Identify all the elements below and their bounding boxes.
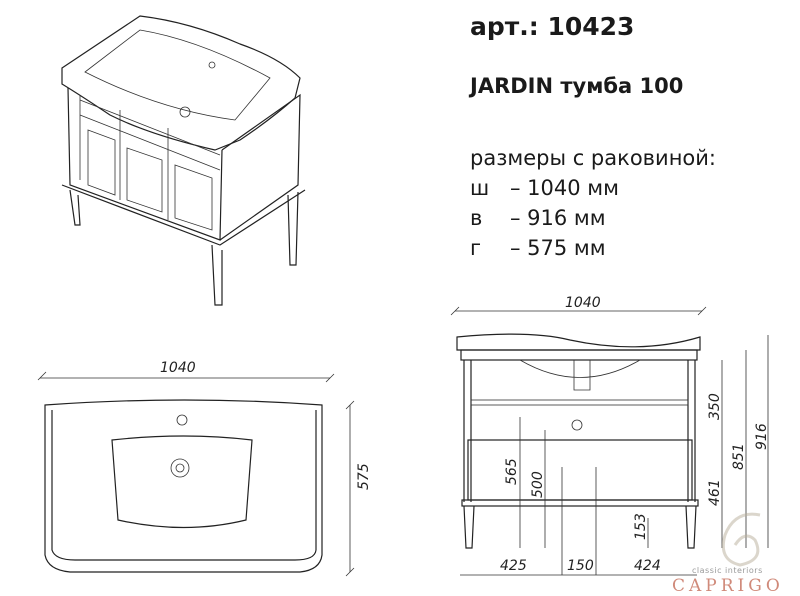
front-565-label: 565 — [504, 458, 520, 485]
front-150-label: 150 — [567, 558, 594, 574]
front-461-label: 461 — [707, 479, 723, 506]
front-851-label: 851 — [731, 443, 747, 470]
front-500-label: 500 — [530, 471, 546, 498]
front-view: 1040 425 150 424 565 500 153 350 461 851… — [450, 295, 770, 576]
dimension-key: в — [470, 206, 483, 230]
top-view-depth-label: 575 — [356, 463, 372, 490]
dimension-height: в – 916 мм — [470, 206, 606, 230]
dimension-depth: г – 575 мм — [470, 236, 606, 260]
dimension-value: – 575 мм — [510, 236, 606, 260]
perspective-view — [61, 15, 306, 306]
caprigo-logo-emblem — [721, 512, 761, 567]
dimension-width: ш – 1040 мм — [470, 176, 619, 200]
logo-brand: CAPRIGO — [672, 576, 784, 596]
top-view: 1040 575 — [37, 360, 372, 577]
dimension-key: г — [470, 236, 482, 260]
product-name: JARDIN тумба 100 — [470, 74, 684, 98]
front-916-label: 916 — [754, 423, 770, 450]
article-number: арт.: 10423 — [470, 12, 635, 41]
logo-subtitle: classic interiors — [692, 566, 763, 575]
front-425-label: 425 — [500, 558, 527, 574]
top-view-width-label: 1040 — [160, 360, 196, 376]
dimension-key: ш — [470, 176, 490, 200]
dimension-value: – 916 мм — [510, 206, 606, 230]
front-350-label: 350 — [707, 393, 723, 420]
dimension-value: – 1040 мм — [510, 176, 619, 200]
front-width-label: 1040 — [565, 295, 601, 311]
dimensions-title: размеры с раковиной: — [470, 146, 716, 170]
front-424-label: 424 — [634, 558, 661, 574]
front-153-label: 153 — [633, 513, 649, 540]
